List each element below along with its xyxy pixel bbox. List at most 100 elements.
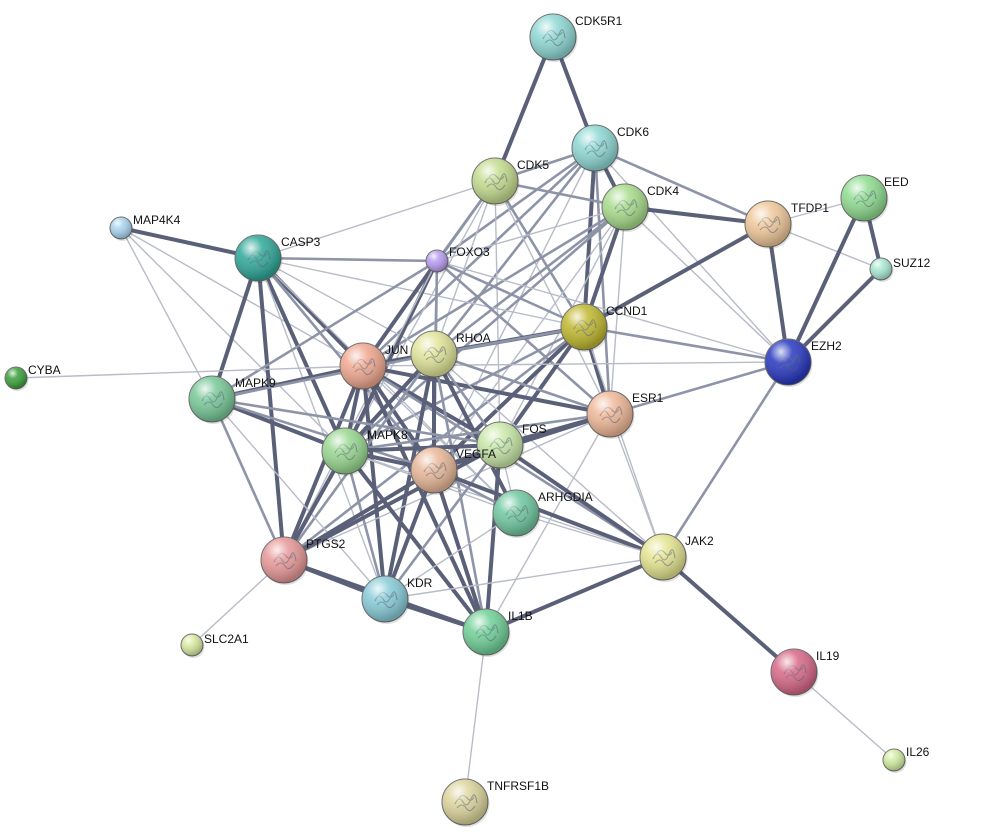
- node-label: EED: [884, 175, 909, 189]
- edge-mapk9-ptgs2: [210, 397, 286, 562]
- node-jun[interactable]: JUN: [339, 342, 408, 391]
- edge-casp3-foxo3: [256, 256, 439, 263]
- edge-mapk9-kdr: [211, 398, 386, 600]
- node-gloss: [426, 250, 448, 272]
- node-label: CASP3: [281, 235, 321, 249]
- node-gloss: [493, 490, 539, 536]
- node-label: IL1B: [508, 609, 533, 623]
- edge-fos-il1b: [484, 443, 502, 634]
- edge-cdk4-foxo3: [436, 206, 626, 262]
- node-tnfrsf1b[interactable]: TNFRSF1B: [441, 778, 549, 827]
- node-gloss: [572, 125, 618, 171]
- node-gloss: [530, 14, 576, 60]
- edge-casp3-arhgdia: [257, 257, 517, 514]
- node-vegfa[interactable]: VEGFA: [410, 446, 496, 495]
- node-il19[interactable]: IL19: [770, 648, 840, 697]
- node-label: EZH2: [811, 339, 842, 353]
- node-suz12[interactable]: SUZ12: [869, 256, 931, 282]
- node-fos[interactable]: FOS: [476, 421, 547, 470]
- edge-foxo3-mapk9: [210, 259, 439, 401]
- node-gloss: [771, 649, 817, 695]
- edge-rhoa-kdr: [383, 352, 436, 601]
- node-rhoa[interactable]: RHOA: [410, 330, 491, 379]
- node-gloss: [463, 609, 509, 655]
- node-mapk9[interactable]: MAPK9: [188, 375, 276, 424]
- node-arhgdia[interactable]: ARHGDIA: [492, 489, 593, 538]
- node-label: ESR1: [632, 391, 664, 405]
- edge-cdk5-mapk8: [344, 180, 496, 452]
- edge-vegfa-jak2: [432, 468, 665, 559]
- edge-rhoa-esr1: [432, 352, 612, 416]
- node-label: SLC2A1: [204, 632, 249, 646]
- edge-rhoa-jak2: [433, 353, 664, 558]
- edge-mapk9-mapk8: [210, 397, 347, 453]
- edge-cdk5-casp3: [257, 180, 496, 259]
- node-gloss: [362, 576, 408, 622]
- edge-jun-esr1: [361, 364, 612, 416]
- edge-cyba-jun: [15, 365, 364, 379]
- node-cyba[interactable]: CYBA: [4, 363, 61, 391]
- edge-ccnd1-mapk8: [343, 325, 586, 453]
- edge-jak2-il19: [661, 555, 796, 674]
- node-label: TFDP1: [791, 201, 829, 215]
- node-label: CDK6: [617, 125, 649, 139]
- edge-il1b-tnfrsf1b: [464, 631, 487, 803]
- node-label: IL26: [906, 745, 930, 759]
- node-ezh2[interactable]: EZH2: [764, 338, 842, 387]
- node-casp3[interactable]: CASP3: [234, 234, 321, 283]
- edge-jun-ptgs2: [282, 364, 365, 562]
- edge-cdk5-esr1: [494, 180, 611, 415]
- edge-ccnd1-rhoa: [432, 325, 586, 356]
- edge-esr1-mapk8: [343, 412, 612, 453]
- node-ptgs2[interactable]: PTGS2: [260, 536, 346, 585]
- edge-arhgdia-jak2: [515, 512, 664, 558]
- node-gloss: [561, 304, 607, 350]
- node-mapk8[interactable]: MAPK8: [321, 427, 408, 476]
- node-label: SUZ12: [893, 256, 931, 270]
- edge-vegfa-il1b: [432, 468, 488, 634]
- node-gloss: [411, 447, 457, 493]
- node-label: JUN: [385, 343, 408, 357]
- edge-cdk6-ezh2: [594, 147, 789, 363]
- edge-mapk8-fos: [343, 443, 502, 453]
- node-il1b[interactable]: IL1B: [462, 608, 533, 657]
- edge-casp3-rhoa: [257, 257, 435, 355]
- edge-tfdp1-ccnd1: [582, 222, 770, 329]
- node-esr1[interactable]: ESR1: [586, 390, 664, 439]
- edge-jun-arhgdia: [362, 365, 517, 514]
- edge-foxo3-ccnd1: [435, 259, 586, 329]
- edge-il1b-jak2: [484, 555, 665, 634]
- node-eed[interactable]: EED: [840, 174, 909, 223]
- edge-cdk4-rhoa: [432, 205, 627, 356]
- node-cdk6[interactable]: CDK6: [571, 124, 649, 173]
- edge-ccnd1-ezh2: [582, 325, 790, 364]
- node-map4k4[interactable]: MAP4K4: [109, 213, 181, 241]
- node-ccnd1[interactable]: CCND1: [560, 303, 648, 352]
- node-il26[interactable]: IL26: [882, 745, 930, 773]
- node-gloss: [5, 367, 27, 389]
- edge-cdk5-ccnd1: [493, 179, 586, 329]
- node-gloss: [261, 537, 307, 583]
- node-gloss: [189, 376, 235, 422]
- edge-jun-kdr: [361, 364, 387, 601]
- edge-rhoa-mapk9: [210, 352, 436, 401]
- node-label: PTGS2: [306, 537, 346, 551]
- node-kdr[interactable]: KDR: [361, 575, 433, 624]
- edge-cdk6-foxo3: [435, 146, 597, 263]
- node-cdk5[interactable]: CDK5: [471, 157, 549, 206]
- node-label: FOXO3: [449, 245, 490, 259]
- node-tfdp1[interactable]: TFDP1: [744, 200, 829, 249]
- edge-mapk9-vegfa: [210, 397, 436, 472]
- node-cdk5r1[interactable]: CDK5R1: [529, 13, 623, 62]
- node-label: JAK2: [685, 534, 714, 548]
- node-cdk4[interactable]: CDK4: [601, 183, 679, 232]
- node-label: VEGFA: [456, 447, 496, 461]
- node-label: RHOA: [456, 331, 491, 345]
- edge-cdk6-vegfa: [433, 147, 596, 471]
- node-gloss: [587, 391, 633, 437]
- node-slc2a1[interactable]: SLC2A1: [180, 632, 249, 658]
- node-foxo3[interactable]: FOXO3: [425, 245, 490, 274]
- node-jak2[interactable]: JAK2: [639, 533, 714, 582]
- edge-cdk5r1-cdk5: [493, 35, 555, 183]
